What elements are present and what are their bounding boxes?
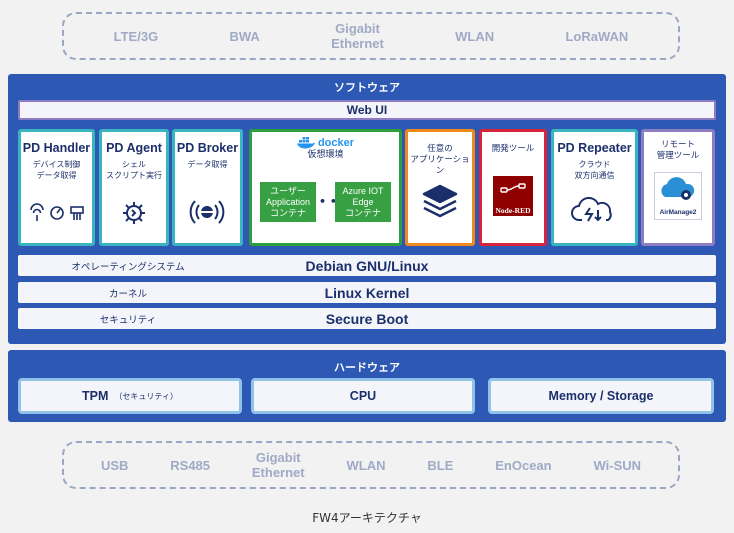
security-layer-jp: セキュリティ (99, 314, 157, 326)
docker-logo-text: docker (317, 136, 355, 149)
cloud-gear-icon (661, 177, 695, 200)
apps-line1: 任意の (427, 144, 453, 154)
tpm-box: TPM （セキュリティ） (18, 378, 242, 414)
docker-sub: 仮想環境 (307, 150, 344, 160)
pd-handler-sub2: データ取得 (36, 171, 77, 180)
pd-repeater-module: PD Repeater クラウド 双方向通信 (551, 129, 638, 246)
os-layer: オペレーティングシステム Debian GNU/Linux (18, 255, 716, 276)
interface-wlan: WLAN (346, 457, 386, 473)
pd-handler-title: PD Handler (22, 141, 91, 155)
layers-icon (422, 184, 458, 218)
pd-agent-sub2: スクリプト実行 (106, 171, 162, 180)
node-red-icon (500, 183, 526, 193)
pd-repeater-sub1: クラウド (578, 160, 611, 169)
pd-agent-sub1: シェル (122, 160, 146, 169)
security-layer: セキュリティ Secure Boot (18, 308, 716, 329)
os-layer-jp: オペレーティングシステム (71, 261, 185, 273)
broker-icon (189, 200, 225, 224)
pd-agent-title: PD Agent (106, 141, 162, 155)
apps-line2: アプリケーション (410, 155, 470, 176)
airmanage-label: AirManage2 (659, 209, 697, 216)
cloud-sync-icon (571, 196, 612, 222)
docker-dots: • • (319, 195, 337, 208)
kernel-layer: カーネル Linux Kernel (18, 282, 716, 303)
hardware-panel: ハードウェア TPM （セキュリティ） CPU Memory / Storage (8, 350, 726, 422)
devtool-title: 開発ツール (491, 144, 535, 154)
interface-lte: LTE/3G (113, 28, 159, 44)
pd-broker-title: PD Broker (176, 141, 239, 155)
os-layer-en: Debian GNU/Linux (305, 257, 429, 274)
device-control-icons (30, 203, 84, 221)
docker-whale-icon (296, 137, 315, 149)
interface-enocean: EnOcean (495, 457, 552, 473)
docker-module: docker 仮想環境 ユーザー Application コンテナ • • Az… (249, 129, 402, 246)
interface-rs485: RS485 (170, 457, 211, 473)
remote-management-module: リモート 管理ツール AirManage2 (641, 129, 715, 246)
pd-repeater-title: PD Repeater (557, 141, 632, 155)
interface-ble: BLE (427, 457, 454, 473)
tpm-label: TPM (82, 389, 109, 403)
node-red-logo: Node-RED (493, 176, 533, 216)
software-panel: ソフトウェア Web UI PD Handler デバイス制御 データ取得 PD… (8, 74, 726, 344)
memory-storage-label: Memory / Storage (548, 389, 654, 403)
kernel-layer-en: Linux Kernel (324, 284, 410, 301)
pd-agent-module: PD Agent シェル スクリプト実行 (99, 129, 169, 246)
node-red-label: Node-RED (495, 206, 531, 215)
gear-icon (123, 202, 145, 224)
hardware-title: ハードウェア (334, 361, 400, 374)
cpu-box: CPU (251, 378, 475, 414)
user-app-container: ユーザー Application コンテナ (260, 182, 316, 222)
docker-header: docker (252, 136, 399, 149)
web-ui-bar: Web UI (18, 100, 716, 120)
tpm-note: （セキュリティ） (114, 391, 178, 401)
pd-repeater-sub2: 双方向通信 (574, 171, 615, 180)
interface-gigabit-ethernet: Gigabit Ethernet (331, 21, 384, 51)
pd-broker-module: PD Broker データ取得 (172, 129, 243, 246)
pd-handler-module: PD Handler デバイス制御 データ取得 (18, 129, 95, 246)
pd-broker-sub1: データ取得 (187, 160, 228, 169)
downstream-interfaces: USB RS485 Gigabit Ethernet WLAN BLE EnOc… (62, 441, 680, 489)
interface-lorawan: LoRaWAN (565, 28, 629, 44)
interface-wi-sun: Wi-SUN (593, 457, 642, 473)
apps-module: 任意の アプリケーション (405, 129, 475, 246)
interface-usb: USB (100, 457, 129, 473)
interface-gigabit-ethernet: Gigabit Ethernet (251, 450, 305, 480)
pd-handler-sub1: デバイス制御 (32, 160, 81, 169)
remote-line1: リモート (660, 140, 695, 150)
figure-caption: FW4アーキテクチャ (312, 511, 422, 525)
memory-storage-box: Memory / Storage (488, 378, 714, 414)
azure-iot-edge-container: Azure IOT Edge コンテナ (335, 182, 391, 222)
devtool-module: 開発ツール Node-RED (479, 129, 547, 246)
upstream-interfaces: LTE/3G BWA Gigabit Ethernet WLAN LoRaWAN (62, 12, 680, 60)
kernel-layer-jp: カーネル (108, 288, 147, 300)
software-title: ソフトウェア (334, 81, 400, 94)
cpu-label: CPU (349, 389, 377, 403)
airmanage-logo: AirManage2 (654, 172, 702, 220)
security-layer-en: Secure Boot (325, 310, 409, 327)
interface-wlan: WLAN (455, 28, 495, 44)
remote-line2: 管理ツール (656, 151, 700, 161)
interface-bwa: BWA (229, 28, 260, 44)
